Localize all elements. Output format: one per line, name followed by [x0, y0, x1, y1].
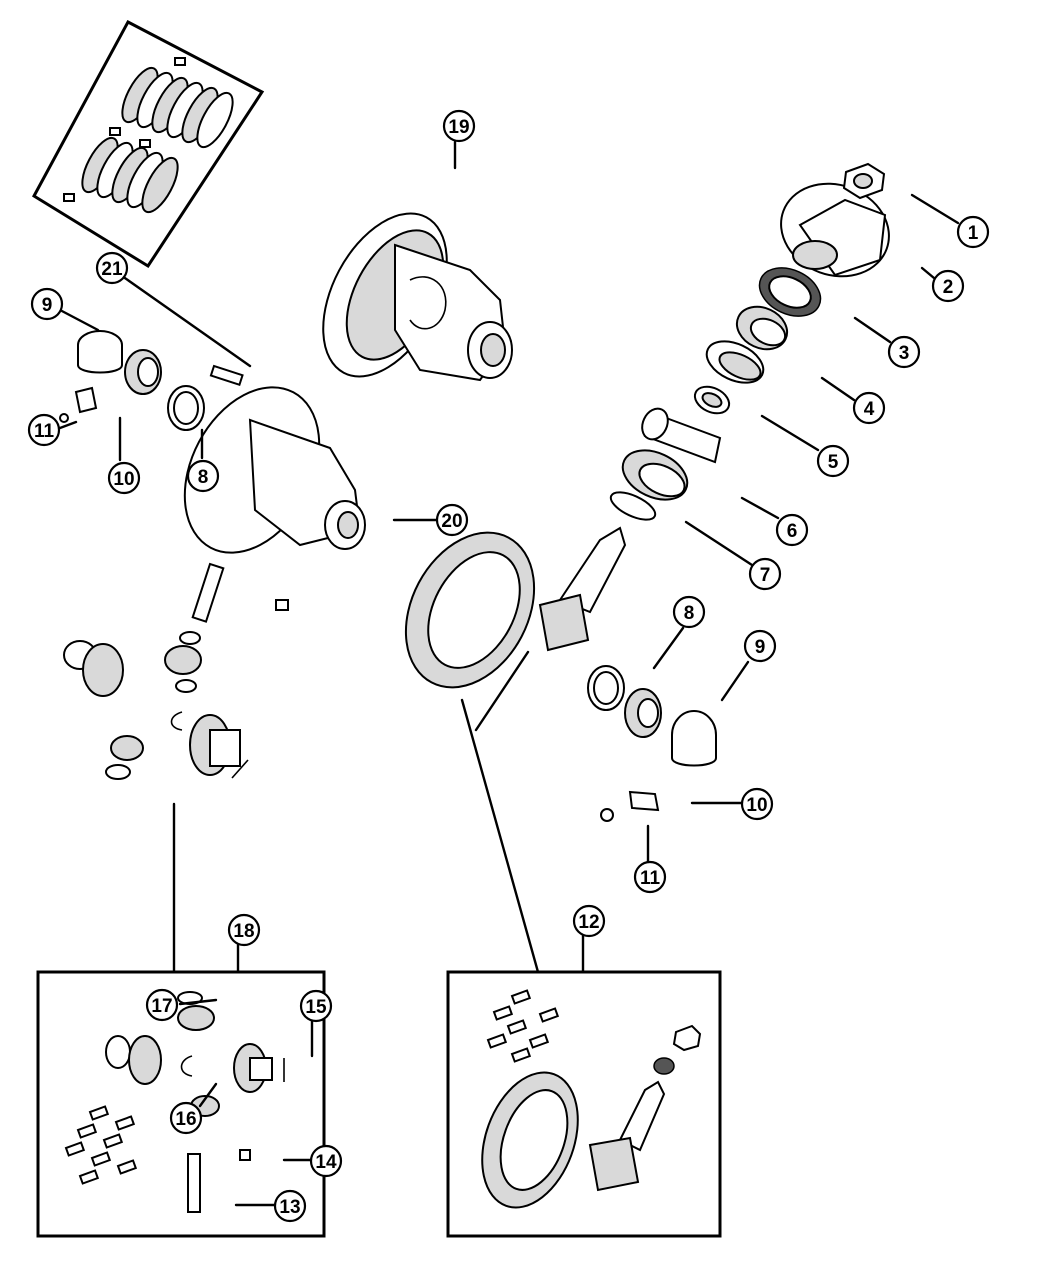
callout-label: 14 — [315, 1152, 337, 1173]
callout-8-left: 8 — [186, 459, 220, 493]
bolt-set-12 — [486, 989, 560, 1063]
flange-and-nut — [780, 162, 890, 278]
callout-label: 11 — [640, 868, 661, 889]
callout-14: 14 — [309, 1144, 343, 1178]
leader-lines — [58, 140, 960, 974]
callout-15: 15 — [299, 989, 333, 1023]
callout-9-left: 9 — [30, 287, 64, 321]
bearing-parts-right — [587, 665, 717, 822]
callout-label: 6 — [787, 521, 798, 542]
callout-label: 12 — [578, 912, 599, 933]
callout-21: 21 — [95, 251, 129, 285]
callout-label: 11 — [34, 421, 55, 442]
callout-label: 7 — [760, 565, 771, 586]
callout-label: 21 — [101, 259, 123, 280]
callout-20: 20 — [435, 503, 469, 537]
callout-10-right: 10 — [740, 787, 774, 821]
callout-label: 13 — [279, 1197, 300, 1218]
inner-pinion-bearing — [621, 449, 689, 501]
bearing-cup-left — [77, 330, 123, 374]
callout-16: 16 — [169, 1101, 203, 1135]
outer-bearing-cup — [705, 340, 765, 384]
callout-label: 10 — [746, 795, 767, 816]
callout-label: 8 — [684, 603, 695, 624]
differential-case-assembly — [322, 212, 513, 382]
outer-pinion-bearing — [735, 305, 789, 351]
shim-bracket-left — [59, 386, 98, 423]
bearing-race-left — [167, 385, 205, 431]
callout-5: 5 — [816, 444, 850, 478]
callout-12: 12 — [572, 904, 606, 938]
kit-box-12 — [446, 970, 722, 1238]
bearing-left — [124, 349, 162, 395]
bolt-21 — [209, 364, 244, 387]
callout-label: 4 — [864, 399, 875, 420]
callout-10-left: 10 — [107, 461, 141, 495]
callout-label: 20 — [441, 511, 462, 532]
callout-2: 2 — [931, 269, 965, 303]
callout-label: 16 — [175, 1109, 196, 1130]
callout-label: 8 — [198, 467, 209, 488]
callout-label: 2 — [943, 277, 954, 298]
callout-label: 10 — [113, 469, 134, 490]
callout-11-right: 11 — [633, 860, 667, 894]
callout-label: 9 — [42, 295, 53, 316]
collapsible-spacer — [693, 385, 731, 415]
callout-18: 18 — [227, 913, 261, 947]
callout-label: 17 — [151, 996, 172, 1017]
callout-label: 5 — [828, 452, 839, 473]
callout-17: 17 — [145, 988, 179, 1022]
callout-11-left: 11 — [27, 413, 61, 447]
pinion-seal — [758, 267, 822, 317]
clutch-pack-kit — [32, 19, 265, 269]
callout-9-right: 9 — [743, 629, 777, 663]
callout-13: 13 — [273, 1189, 307, 1223]
callout-label: 3 — [899, 343, 910, 364]
callout-8-right: 8 — [672, 595, 706, 629]
callout-4: 4 — [852, 391, 886, 425]
inner-bearing-cup — [641, 407, 722, 464]
differential-case-20 — [183, 386, 366, 554]
callout-7: 7 — [748, 557, 782, 591]
spider-gear-parts — [63, 562, 289, 780]
callout-label: 15 — [305, 997, 327, 1018]
callout-label: 19 — [448, 117, 469, 138]
kit-box-18 — [36, 970, 326, 1238]
callout-19: 19 — [442, 109, 476, 143]
bolt-set-18 — [64, 1105, 138, 1185]
callout-1: 1 — [956, 215, 990, 249]
callout-6: 6 — [775, 513, 809, 547]
ring-gear-and-pinion — [404, 526, 627, 689]
callout-3: 3 — [887, 335, 921, 369]
callout-label: 9 — [755, 637, 766, 658]
callout-label: 1 — [968, 223, 979, 244]
pinion-shim — [609, 491, 657, 521]
callout-label: 18 — [233, 921, 254, 942]
